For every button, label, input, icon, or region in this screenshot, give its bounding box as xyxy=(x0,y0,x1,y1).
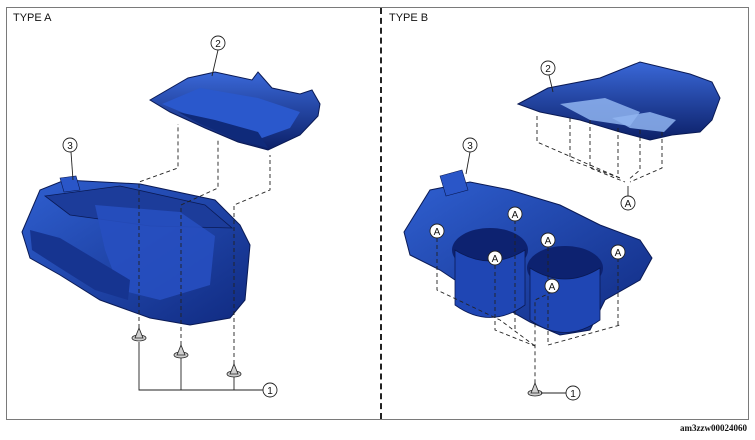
type-a-console-box xyxy=(21,175,251,326)
callout-tab-2: A xyxy=(507,206,523,222)
svg-text:A: A xyxy=(549,282,556,293)
type-b-leader-lines xyxy=(465,74,629,394)
svg-text:2: 2 xyxy=(545,64,551,75)
callout-upper-panel-type-a: 2 xyxy=(210,35,226,51)
type-b-clip xyxy=(527,381,543,397)
svg-text:3: 3 xyxy=(67,141,73,152)
callout-tab-5: A xyxy=(544,278,560,294)
callout-tab-upper: A xyxy=(620,195,636,211)
callout-tab-1: A xyxy=(429,223,445,239)
callout-tab-4: A xyxy=(540,232,556,248)
type-b-label: TYPE B xyxy=(389,12,429,24)
svg-text:2: 2 xyxy=(215,39,221,50)
figure-frame xyxy=(6,7,749,420)
svg-text:A: A xyxy=(545,236,552,247)
type-a-guide-lines xyxy=(138,124,271,364)
panel-divider xyxy=(380,8,382,419)
type-a-label: TYPE A xyxy=(13,12,52,24)
svg-text:1: 1 xyxy=(267,386,273,397)
type-a-clips xyxy=(131,326,242,378)
callout-tab-6: A xyxy=(610,244,626,260)
callout-console-box-type-b: 3 xyxy=(462,137,478,153)
callout-upper-panel-type-b: 2 xyxy=(540,60,556,76)
figure-code: am3zzw00024060 xyxy=(680,423,747,433)
svg-text:A: A xyxy=(615,248,622,259)
svg-text:A: A xyxy=(512,210,519,221)
svg-text:3: 3 xyxy=(467,141,473,152)
svg-text:A: A xyxy=(434,227,441,238)
svg-text:1: 1 xyxy=(570,389,576,400)
type-a-upper-panel xyxy=(149,71,321,151)
type-b-guide-lines xyxy=(436,116,663,383)
svg-text:A: A xyxy=(625,199,632,210)
callout-clip-type-b: 1 xyxy=(565,385,581,401)
type-b-console-box xyxy=(403,169,653,336)
type-a-leader-lines xyxy=(70,49,264,391)
callout-console-box-type-a: 3 xyxy=(62,137,78,153)
callout-tab-3: A xyxy=(487,250,503,266)
type-b-upper-panel xyxy=(516,61,721,141)
svg-text:A: A xyxy=(492,254,499,265)
callout-clip-type-a: 1 xyxy=(262,382,278,398)
